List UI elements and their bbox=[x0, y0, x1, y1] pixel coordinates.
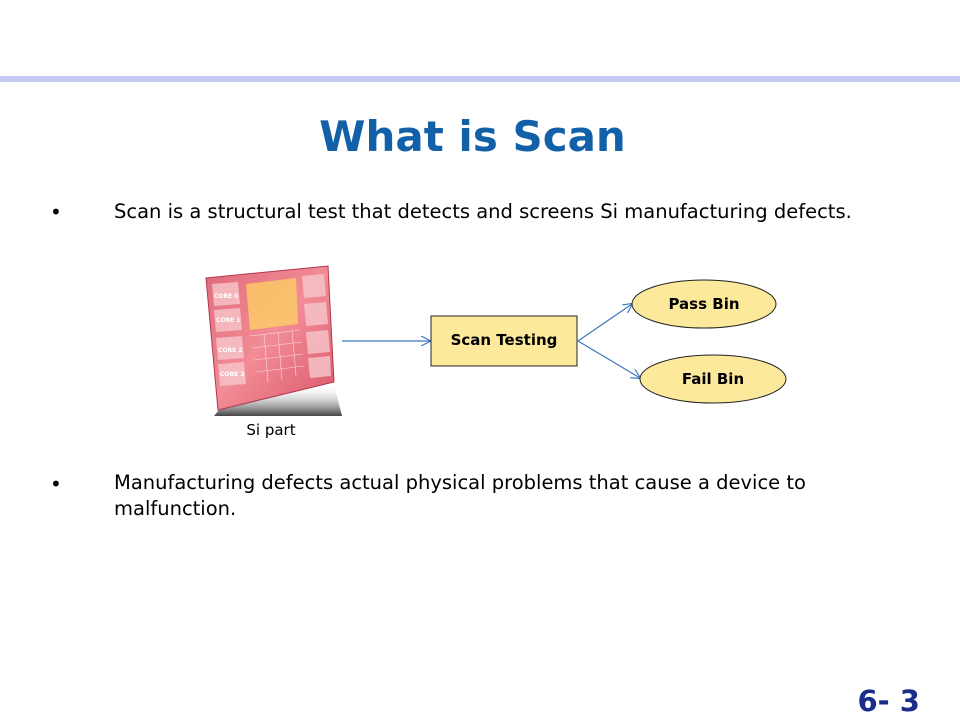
arrow-to-pass-bin bbox=[577, 304, 632, 342]
scan-testing-label: Scan Testing bbox=[450, 331, 558, 349]
si-part-caption: Si part bbox=[246, 421, 296, 439]
bullet-text-1: Scan is a structural test that detects a… bbox=[114, 200, 852, 223]
chip-core-label: CORE 1 bbox=[216, 317, 241, 324]
chip-core-label: CORE 2 bbox=[218, 347, 243, 354]
fail-bin-label: Fail Bin bbox=[681, 370, 745, 388]
page-number: 6- 3 bbox=[857, 684, 921, 718]
pass-bin-label: Pass Bin bbox=[668, 295, 740, 313]
chip-core-label: CORE 0 bbox=[214, 293, 239, 300]
chip-core-label: CORE 3 bbox=[220, 371, 245, 378]
si-part-image: CORE 0 CORE 1 CORE 2 CORE 3 bbox=[205, 265, 342, 416]
bullet-marker-2: • bbox=[50, 472, 62, 496]
slide-title: What is Scan bbox=[319, 112, 626, 161]
top-accent-bar bbox=[0, 76, 960, 82]
bullet-marker-1: • bbox=[50, 200, 62, 224]
bullet-text-2: Manufacturing defects actual physical pr… bbox=[114, 471, 806, 520]
arrow-to-fail-bin bbox=[577, 340, 640, 378]
